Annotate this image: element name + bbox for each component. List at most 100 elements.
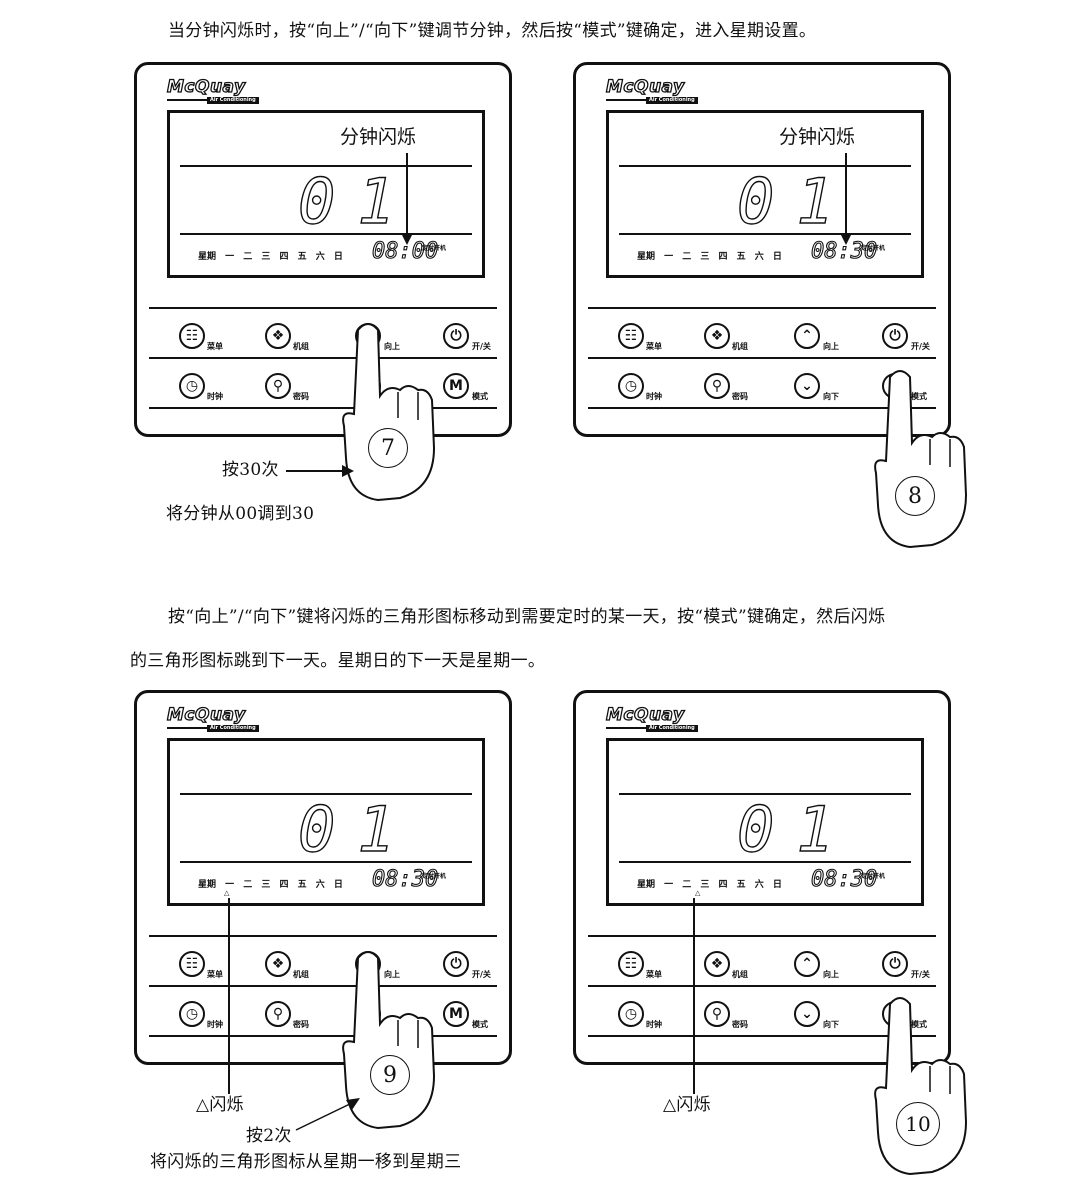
password-key[interactable]: ⚲ (265, 373, 291, 399)
clock-icon: ◷ (185, 1006, 199, 1022)
unit-key[interactable]: ❖ (704, 951, 730, 977)
unit-key[interactable]: ❖ (265, 951, 291, 977)
power-key-label: 开/关 (472, 342, 491, 351)
mode-key-label: 模式 (911, 392, 927, 401)
up-key[interactable]: ⌃ (794, 323, 820, 349)
controller-panel-4: McQuay Air Conditioning 01 星期 一 二 三 四 五 … (573, 690, 951, 1065)
day-triangle-marker: △ (224, 889, 230, 897)
flash-leader-line (693, 898, 695, 1094)
mode-key-label: 模式 (472, 392, 488, 401)
brand-subtitle: Air Conditioning (646, 725, 698, 732)
lcd-clock: 08:30 (371, 867, 439, 892)
down-arrow-icon: ⌄ (801, 1006, 813, 1022)
brand-subtitle: Air Conditioning (207, 725, 259, 732)
key-icon: ⚲ (711, 1006, 723, 1022)
unit-key-label: 机组 (732, 342, 748, 351)
lcd-screen: 01 星期 一 二 三 四 五 六 日 △ 08:30 定时开机 (167, 738, 485, 906)
controller-panel-1: McQuay Air Conditioning 分钟闪烁 01 星期 一 二 三… (134, 62, 512, 437)
timer-on-label: 定时开机 (422, 873, 447, 880)
note-press-30: 按30次 (222, 460, 279, 480)
password-key[interactable]: ⚲ (704, 1001, 730, 1027)
controller-panel-2: McQuay Air Conditioning 分钟闪烁 01 星期 一 二 三… (573, 62, 951, 437)
lcd-screen: 分钟闪烁 01 星期 一 二 三 四 五 六 日 08:00 定时开机 (167, 110, 485, 278)
power-key[interactable]: ⏻ (443, 951, 469, 977)
up-key-label: 向上 (384, 970, 400, 979)
lcd-screen: 01 星期 一 二 三 四 五 六 日 △ 08:30 定时开机 (606, 738, 924, 906)
brand-logo: McQuay (605, 76, 685, 97)
lcd-clock: 08:30 (810, 867, 878, 892)
power-key[interactable]: ⏻ (882, 951, 908, 977)
up-key[interactable]: ⌃ (794, 951, 820, 977)
lcd-digits: 01 (736, 793, 856, 866)
menu-key[interactable]: ☷ (618, 323, 644, 349)
pressing-hand-icon (874, 997, 968, 1176)
weekday-row: 星期 一 二 三 四 五 六 日 (198, 252, 343, 262)
password-key[interactable]: ⚲ (265, 1001, 291, 1027)
down-key-label: 向下 (823, 1020, 839, 1029)
menu-book-icon: ☷ (624, 328, 638, 344)
up-arrow-icon: ⌃ (801, 956, 813, 972)
down-key[interactable]: ⌄ (794, 1001, 820, 1027)
clock-key-label: 时钟 (207, 1020, 223, 1029)
weekday-row: 星期 一 二 三 四 五 六 日 (198, 880, 343, 890)
power-icon: ⏻ (889, 328, 901, 344)
clock-key[interactable]: ◷ (618, 373, 644, 399)
intro-text-2-line-2: 的三角形图标跳到下一天。星期日的下一天是星期一。 (130, 651, 546, 671)
mode-key[interactable]: M (443, 373, 469, 399)
pointer-arrow (403, 153, 411, 245)
mode-m-icon: M (449, 378, 463, 394)
brand-subtitle: Air Conditioning (646, 97, 698, 104)
menu-key-label: 菜单 (207, 970, 223, 979)
note-flash-2: △闪烁 (663, 1095, 711, 1115)
note-press-2: 按2次 (246, 1126, 292, 1146)
menu-key[interactable]: ☷ (618, 951, 644, 977)
timer-on-label: 定时开机 (861, 245, 886, 252)
unit-diamond-icon: ❖ (271, 328, 285, 344)
menu-key-label: 菜单 (646, 970, 662, 979)
password-key-label: 密码 (293, 392, 309, 401)
note-flash-1: △闪烁 (196, 1095, 244, 1115)
key-icon: ⚲ (272, 378, 284, 394)
unit-key[interactable]: ❖ (704, 323, 730, 349)
down-key[interactable]: ⌄ (794, 373, 820, 399)
clock-key-label: 时钟 (646, 1020, 662, 1029)
key-icon: ⚲ (272, 1006, 284, 1022)
menu-book-icon: ☷ (185, 328, 199, 344)
power-key[interactable]: ⏻ (882, 323, 908, 349)
mode-m-icon: M (449, 1006, 463, 1022)
unit-diamond-icon: ❖ (271, 956, 285, 972)
clock-icon: ◷ (624, 378, 638, 394)
brand-logo: McQuay (605, 704, 685, 725)
note-move: 将闪烁的三角形图标从星期一移到星期三 (150, 1152, 462, 1172)
intro-text-1: 当分钟闪烁时，按“向上”/“向下”键调节分钟，然后按“模式”键确定，进入星期设置… (168, 21, 817, 41)
mode-key[interactable]: M (443, 1001, 469, 1027)
clock-key[interactable]: ◷ (179, 373, 205, 399)
power-key-label: 开/关 (911, 970, 930, 979)
step-number-10: 10 (896, 1102, 940, 1146)
password-key-label: 密码 (293, 1020, 309, 1029)
menu-key-label: 菜单 (646, 342, 662, 351)
menu-book-icon: ☷ (624, 956, 638, 972)
step-number-8: 8 (895, 476, 935, 516)
clock-key[interactable]: ◷ (618, 1001, 644, 1027)
lcd-clock: 08:00 (371, 239, 439, 264)
menu-book-icon: ☷ (185, 956, 199, 972)
power-icon: ⏻ (450, 956, 462, 972)
note-arrow-head (342, 465, 354, 477)
note-arrow (295, 1098, 360, 1131)
unit-key[interactable]: ❖ (265, 323, 291, 349)
password-key[interactable]: ⚲ (704, 373, 730, 399)
menu-key[interactable]: ☷ (179, 951, 205, 977)
brand-logo: McQuay (166, 76, 246, 97)
power-key[interactable]: ⏻ (443, 323, 469, 349)
clock-key[interactable]: ◷ (179, 1001, 205, 1027)
power-icon: ⏻ (450, 328, 462, 344)
unit-key-label: 机组 (293, 342, 309, 351)
menu-key[interactable]: ☷ (179, 323, 205, 349)
brand-logo: McQuay (166, 704, 246, 725)
unit-key-label: 机组 (293, 970, 309, 979)
clock-icon: ◷ (185, 378, 199, 394)
lcd-digits: 01 (297, 165, 417, 238)
key-icon: ⚲ (711, 378, 723, 394)
power-icon: ⏻ (889, 956, 901, 972)
